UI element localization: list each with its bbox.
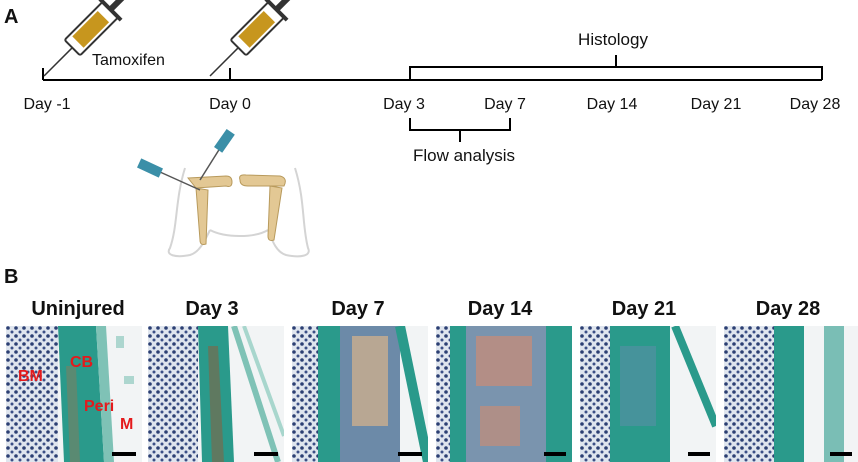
timepoint-label: Day 28 xyxy=(789,96,841,113)
tissue-label-cb: CB xyxy=(70,354,94,371)
histology-image-uninjured xyxy=(6,326,142,462)
tibia-left xyxy=(195,187,209,245)
panel-a-label: A xyxy=(4,6,19,28)
needle-icon xyxy=(137,158,163,178)
scale-bar xyxy=(112,452,136,456)
tissue-label-m: M xyxy=(120,416,134,433)
panel-header: Day 7 xyxy=(331,298,385,320)
panel-header: Day 3 xyxy=(185,298,239,320)
femur-right xyxy=(239,174,286,187)
syringe-icon xyxy=(209,0,297,77)
syringe-icon xyxy=(43,0,131,77)
histology-image-day-3 xyxy=(148,326,284,462)
panel-b-label: B xyxy=(4,266,19,288)
timepoint-label: Day -1 xyxy=(23,96,71,113)
scale-bar xyxy=(688,452,710,456)
panel-header: Day 14 xyxy=(467,298,533,320)
timepoint-label: Day 21 xyxy=(690,96,742,113)
histology-image-day-7 xyxy=(292,326,428,462)
scale-bar xyxy=(830,452,852,456)
needle-icon xyxy=(214,128,235,153)
timepoint-label: Day 0 xyxy=(209,96,251,113)
flow-analysis-label: Flow analysis xyxy=(412,146,516,165)
timepoint-label: Day 14 xyxy=(586,96,638,113)
tamoxifen-label: Tamoxifen xyxy=(92,52,165,69)
scale-bar xyxy=(254,452,278,456)
femur-left xyxy=(187,175,233,189)
timepoint-label: Day 7 xyxy=(484,96,526,113)
tibia-right xyxy=(267,185,283,241)
scale-bar xyxy=(398,452,422,456)
histology-image-day-14 xyxy=(436,326,572,462)
tissue-label-bm: BM xyxy=(18,368,43,385)
histology-image-day-21 xyxy=(580,326,716,462)
panel-header: Uninjured xyxy=(31,298,125,320)
histology-bracket xyxy=(409,66,823,80)
panel-header: Day 28 xyxy=(755,298,821,320)
tissue-label-peri: Peri xyxy=(84,398,115,415)
histology-label: Histology xyxy=(578,30,648,49)
panel-header: Day 21 xyxy=(611,298,677,320)
mouse-legs-illustration xyxy=(137,128,310,258)
scale-bar xyxy=(544,452,566,456)
timeline-diagram xyxy=(42,0,823,258)
timepoint-label: Day 3 xyxy=(383,96,425,113)
flow-bracket xyxy=(409,118,511,131)
histology-image-day-28 xyxy=(724,326,858,462)
